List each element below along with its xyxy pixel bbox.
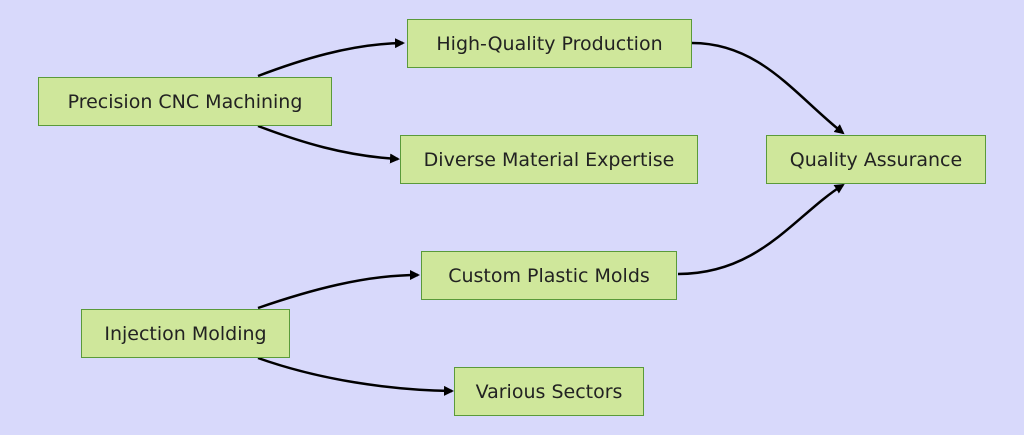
edge-precision-cnc-to-high-quality-production — [257, 38, 405, 78]
node-precision-cnc-machining: Precision CNC Machining — [38, 77, 332, 126]
edge-precision-cnc-to-diverse-material-expertise — [257, 124, 400, 164]
node-quality-assurance: Quality Assurance — [766, 135, 986, 184]
node-injection-molding: Injection Molding — [81, 309, 290, 358]
node-high-quality-production: High-Quality Production — [407, 19, 692, 68]
edge-injection-molding-to-various-sectors — [257, 356, 454, 396]
edge-custom-plastic-molds-to-quality-assurance — [677, 183, 845, 276]
node-custom-plastic-molds: Custom Plastic Molds — [421, 251, 677, 300]
node-diverse-material-expertise: Diverse Material Expertise — [400, 135, 698, 184]
node-various-sectors: Various Sectors — [454, 367, 644, 416]
edge-injection-molding-to-custom-plastic-molds — [257, 270, 420, 310]
edge-high-quality-production-to-quality-assurance — [691, 41, 845, 135]
